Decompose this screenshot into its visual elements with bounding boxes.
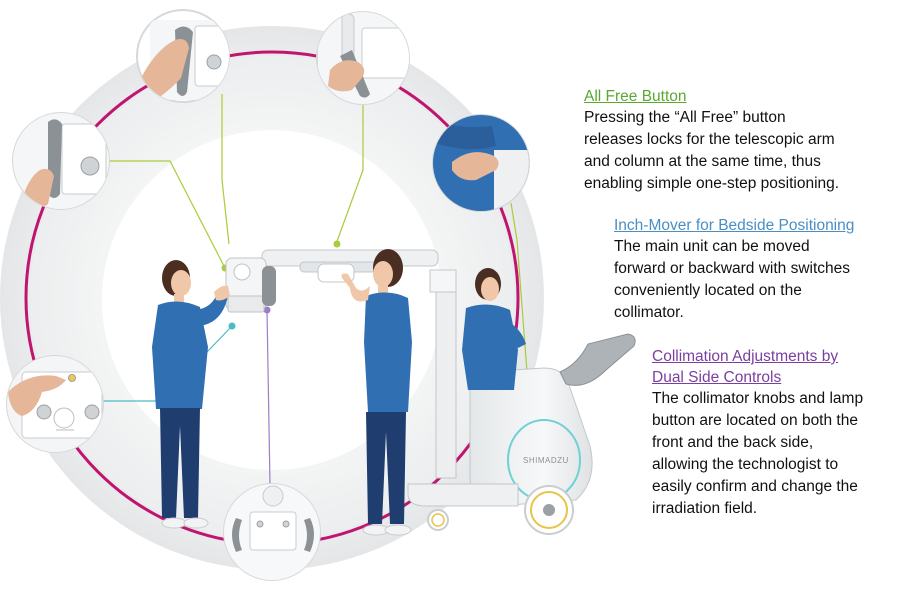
callout-body-line: Pressing the “All Free” button	[584, 109, 786, 126]
technologist-right	[462, 268, 526, 390]
collimator-knob-icon	[282, 520, 290, 528]
callout-body-line: The collimator knobs and lamp	[652, 390, 864, 407]
callout-body-line: irradiation field.	[652, 500, 758, 517]
callout-body-inch-mover: The main unit can be moved forward or ba…	[614, 236, 894, 324]
callout-body-line: and column at the same time, thus	[584, 153, 821, 170]
handle-grip-icon	[304, 518, 314, 552]
brand-label: SHIMADZU	[523, 456, 569, 465]
callout-body-line: The main unit can be moved	[614, 238, 810, 255]
detail-circle-left-handle	[12, 112, 110, 210]
callout-body-line: button are located on both the	[652, 412, 858, 429]
leader-line-collimator-back	[266, 309, 271, 486]
callout-all-free-button: All Free Button Pressing the “All Free” …	[584, 87, 894, 195]
callout-body-line: allowing the technologist to	[652, 456, 839, 473]
hand-icon	[328, 60, 365, 92]
callout-body-line: enabling simple one-step positioning.	[584, 175, 840, 192]
collimator-knob-icon	[36, 404, 52, 420]
support-column	[435, 287, 457, 479]
callout-body-collimation: The collimator knobs and lamp button are…	[652, 388, 896, 520]
callout-body-line: collimator.	[614, 304, 684, 321]
callout-body-line: forward or backward with switches	[614, 260, 851, 277]
callout-body-line: releases locks for the telescopic arm	[584, 131, 835, 148]
detail-circle-column-button	[432, 114, 530, 212]
leader-line-handle-top	[221, 94, 230, 245]
leader-line-arm-handle	[335, 104, 364, 245]
callout-collimation-adjustments: Collimation Adjustments by Dual Side Con…	[652, 346, 896, 520]
technologist-middle	[341, 249, 412, 536]
callout-body-line: front and the back side,	[652, 434, 814, 451]
hand-icon	[8, 375, 66, 416]
callout-title-collimation-line1: Collimation Adjustments by	[652, 348, 839, 365]
technologist-left	[152, 260, 230, 529]
callout-title-collimation-line2: Dual Side Controls	[652, 369, 782, 386]
collimator-knob-icon	[84, 404, 100, 420]
collimator-knob-icon	[256, 520, 264, 528]
hand-icon	[452, 152, 499, 181]
callout-inch-mover: Inch-Mover for Bedside Positioning The m…	[614, 216, 894, 324]
wheel-icon	[530, 491, 568, 529]
leader-lines	[96, 94, 528, 486]
lamp-button-icon	[68, 374, 76, 382]
leader-line-handle-left	[104, 160, 226, 269]
detail-circle-collimator-back	[223, 483, 321, 581]
wheel-icon	[431, 513, 445, 527]
detail-circle-arm-handle	[316, 11, 410, 105]
callout-title-inch-mover: Inch-Mover for Bedside Positioning	[614, 217, 855, 234]
detail-circle-collimator-panel	[6, 355, 104, 453]
callout-body-line: easily confirm and change the	[652, 478, 858, 495]
collimator-knob-icon	[80, 156, 100, 176]
handle-grip-icon	[232, 518, 242, 552]
callout-title-all-free: All Free Button	[584, 88, 687, 105]
callout-body-line: conveniently located on the	[614, 282, 802, 299]
collimator-knob-icon	[206, 54, 222, 70]
callout-body-all-free: Pressing the “All Free” button releases …	[584, 107, 894, 195]
detail-circle-handle-grip	[136, 9, 230, 103]
drive-handle	[559, 333, 636, 386]
mobile-xray-unit: SHIMADZU	[225, 249, 636, 535]
leader-line-column	[510, 202, 528, 373]
